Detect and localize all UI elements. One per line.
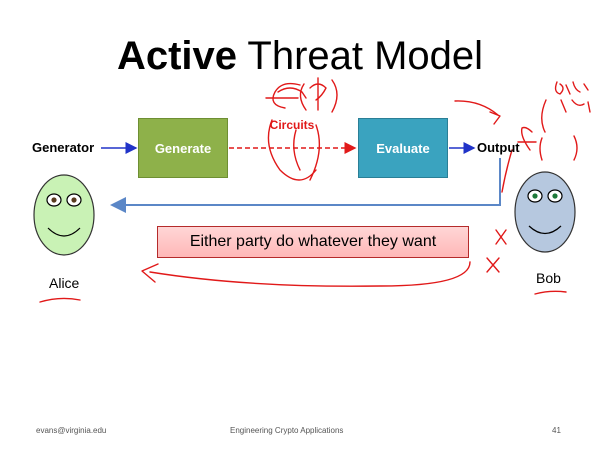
alice-face (33, 174, 95, 256)
slide-title: Active Threat Model (0, 36, 600, 76)
title-rest: Threat Model (247, 34, 484, 78)
handwritten-annotations (39, 77, 591, 303)
footer-page-number: 41 (552, 426, 561, 435)
output-label: Output (477, 140, 520, 155)
bob-face (514, 171, 576, 253)
generator-label: Generator (32, 140, 95, 155)
bob-label: Bob (536, 270, 561, 286)
generate-box: Generate (138, 118, 228, 178)
footer-center: Engineering Crypto Applications (230, 426, 344, 435)
circuits-label: Circuits (269, 118, 315, 132)
alice-label: Alice (49, 275, 80, 291)
title-bold-word: Active (116, 34, 237, 78)
return-arrow (110, 158, 501, 213)
callout-box: Either party do whatever they want (157, 226, 469, 258)
evaluate-box: Evaluate (358, 118, 448, 178)
footer-email: evans@virginia.edu (36, 426, 107, 435)
